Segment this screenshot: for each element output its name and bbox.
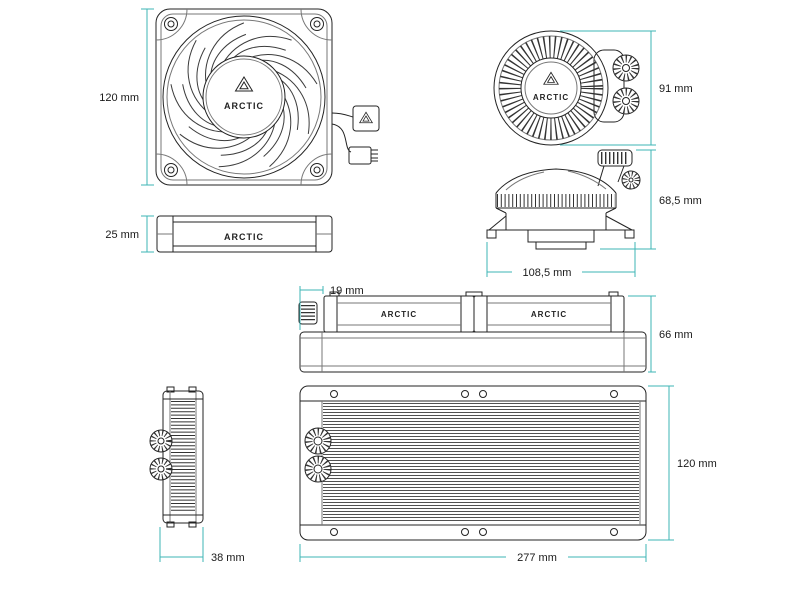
dim-label-fan-thickness: 25 mm [105, 229, 139, 241]
dim-fan-size: 120 mm [99, 8, 154, 186]
dim-pump-height: 68,5 mm [600, 149, 702, 250]
dim-label-radiator-depth: 38 mm [211, 552, 245, 564]
dim-assembly-height: 66 mm [628, 295, 693, 373]
fan-front-view: ARCTIC [155, 8, 380, 186]
dim-label-pump-height: 68,5 mm [659, 195, 702, 207]
dim-label-fan-size: 120 mm [99, 92, 139, 104]
dim-radiator-depth: 38 mm [159, 527, 245, 564]
fan-side-brand: ARCTIC [224, 232, 264, 242]
connector-logo-icon [359, 111, 373, 124]
dim-label-fan-inset: 19 mm [330, 285, 364, 297]
dim-label-radiator-height: 120 mm [677, 458, 717, 470]
radiator-front-view [299, 385, 647, 541]
dim-fan-inset: 19 mm [299, 285, 364, 330]
dim-label-pump-length: 108,5 mm [523, 267, 572, 279]
radiator-side-view [149, 386, 204, 528]
pump-side-view [486, 149, 641, 250]
assembly-fan2-brand: ARCTIC [531, 310, 567, 319]
assembly-side-view: ARCTIC ARCTIC [298, 291, 647, 373]
dim-label-assembly-height: 66 mm [659, 329, 693, 341]
dim-radiator-height: 120 mm [648, 385, 717, 541]
fan-hub-brand: ARCTIC [224, 101, 264, 111]
dim-pump-width: 91 mm [560, 30, 693, 146]
dim-fan-thickness: 25 mm [105, 215, 154, 253]
fan-side-view: ARCTIC [156, 215, 333, 253]
pump-brand: ARCTIC [533, 93, 569, 102]
dim-radiator-length: 277 mm [299, 544, 647, 564]
fan-cables [331, 105, 380, 165]
dim-pump-length: 108,5 mm [486, 242, 636, 279]
dim-label-radiator-length: 277 mm [517, 552, 557, 564]
pump-top-view: ARCTIC [493, 30, 640, 146]
dim-label-pump-width: 91 mm [659, 83, 693, 95]
assembly-fan1-brand: ARCTIC [381, 310, 417, 319]
